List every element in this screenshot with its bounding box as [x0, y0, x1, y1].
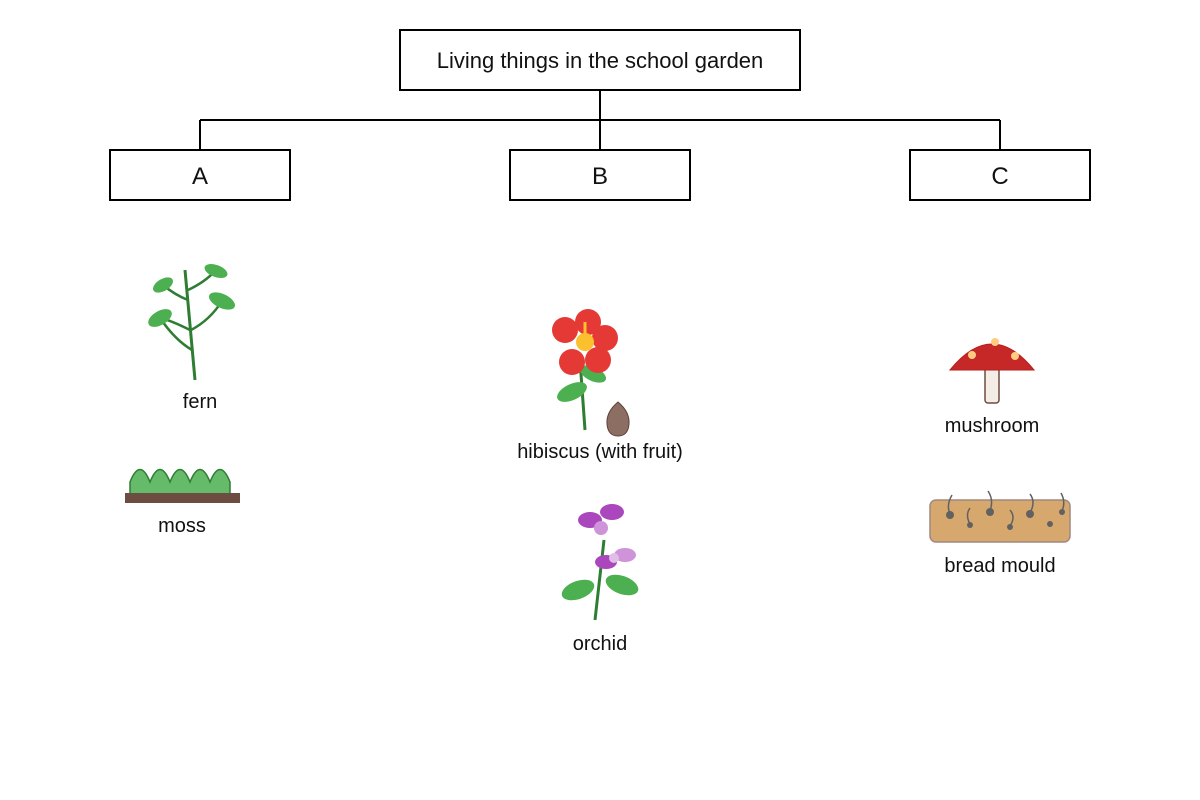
root-box — [399, 29, 801, 91]
tree-connectors — [199, 90, 1001, 150]
group-b-label: B — [592, 163, 608, 190]
mushroom-icon — [948, 338, 1036, 404]
group-node-b: B — [509, 149, 691, 201]
hibiscus-icon — [552, 309, 618, 431]
group-c-box — [909, 149, 1091, 201]
bread-mould-icon — [929, 490, 1071, 543]
item-label-moss: moss — [158, 515, 206, 537]
group-a-box — [109, 149, 291, 201]
group-node-c: C — [909, 149, 1091, 201]
item-label-fern: fern — [183, 391, 217, 413]
orchid-icon — [561, 504, 639, 621]
group-c-label: C — [991, 163, 1008, 190]
item-label-orchid: orchid — [573, 633, 627, 655]
item-label-hibiscus: hibiscus (with fruit) — [517, 441, 683, 463]
root-node: Living things in the school garden — [399, 29, 801, 91]
fern-icon — [148, 264, 236, 381]
group-node-a: A — [109, 149, 291, 201]
item-label-bread-mould: bread mould — [944, 555, 1055, 577]
group-b-box — [509, 149, 691, 201]
moss-icon — [125, 468, 240, 503]
hibiscus-fruit-icon — [606, 401, 630, 437]
group-a-label: A — [192, 163, 208, 190]
item-label-mushroom: mushroom — [945, 415, 1039, 437]
diagram-title: Living things in the school garden — [437, 48, 764, 73]
